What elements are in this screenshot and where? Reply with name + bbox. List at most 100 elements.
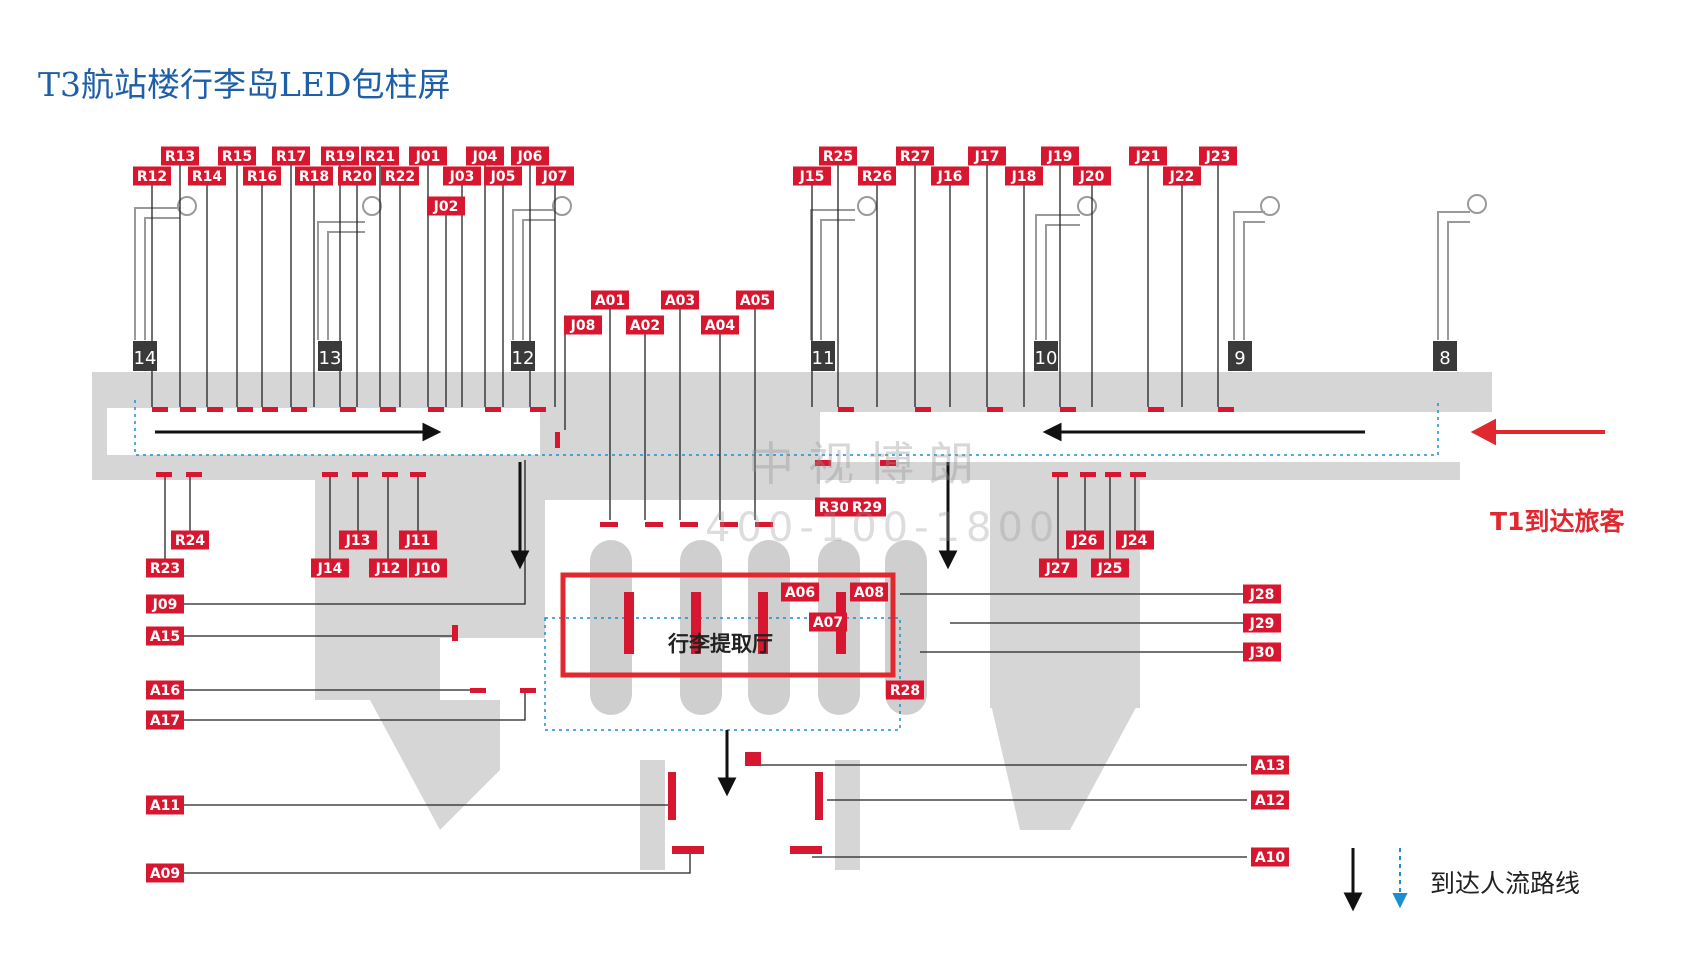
screen-tag-box — [272, 146, 310, 166]
screen-tag-box — [1041, 146, 1079, 166]
page-title: T3航站楼行李岛LED包柱屏 — [38, 65, 451, 104]
screen-tag-box — [311, 558, 349, 578]
gate-marker-box — [811, 341, 835, 371]
screen-tag-a15: A15 — [150, 629, 180, 645]
t1-arrival-label: T1到达旅客 — [1490, 507, 1625, 536]
screen-tag-box — [661, 290, 699, 310]
gate-marker-box — [511, 341, 535, 371]
bottom-left-wall — [640, 760, 665, 870]
screen-tag-j16: J16 — [937, 169, 963, 185]
screen-tag-box — [1251, 755, 1289, 775]
screen-tag-a11: A11 — [150, 798, 180, 814]
screen-tag-box — [243, 166, 281, 186]
screen-tag-r27: R27 — [900, 149, 930, 165]
screen-tag-r24: R24 — [175, 533, 206, 549]
screen-tag-r26: R26 — [862, 169, 892, 185]
screen-tag-j30: J30 — [1249, 645, 1275, 661]
screen-tag-j17: J17 — [974, 149, 1000, 165]
screen-tag-box — [443, 166, 481, 186]
screen-tag-box — [591, 290, 629, 310]
screen-tag-a13: A13 — [1255, 758, 1285, 774]
screen-tag-j23: J23 — [1205, 149, 1231, 165]
screen-tag-a02: A02 — [630, 318, 660, 334]
screen-tag-a05: A05 — [740, 293, 770, 309]
carousel-3 — [748, 540, 790, 715]
screen-tag-box — [781, 582, 819, 602]
carousel-1 — [590, 540, 632, 715]
screen-tag-box — [1199, 146, 1237, 166]
screen-tag-box — [146, 626, 184, 646]
gate-number-10: 10 — [1035, 348, 1058, 369]
screen-tag-box — [218, 146, 256, 166]
gate-marker-box — [1034, 341, 1058, 371]
upper-corridor-right — [812, 372, 1492, 412]
gate-number-14: 14 — [134, 348, 157, 369]
screen-tag-a09: A09 — [150, 866, 180, 882]
screen-tag-box — [188, 166, 226, 186]
bottom-right-wall — [835, 760, 860, 870]
flow-arrows — [155, 422, 1365, 912]
jet-bridges — [134, 194, 1487, 340]
screen-tag-a12: A12 — [1255, 793, 1285, 809]
screen-tag-j03: J03 — [449, 169, 475, 185]
screen-tag-j01: J01 — [415, 149, 441, 165]
screen-tag-r13: R13 — [165, 149, 195, 165]
screen-tag-j27: J27 — [1045, 561, 1071, 577]
screen-tag-box — [1243, 613, 1281, 633]
screen-tag-box — [1039, 558, 1077, 578]
screen-tag-j25: J25 — [1097, 561, 1123, 577]
screen-tag-box — [626, 315, 664, 335]
screen-tag-box — [736, 290, 774, 310]
screen-tag-r17: R17 — [276, 149, 306, 165]
screen-tag-box — [564, 315, 602, 335]
screen-tag-box — [1129, 146, 1167, 166]
screen-tag-box — [146, 710, 184, 730]
screen-tag-box — [815, 497, 853, 517]
gate-marker-box — [133, 341, 157, 371]
screen-tag-box — [146, 594, 184, 614]
screen-tag-box — [968, 146, 1006, 166]
screen-tag-box — [171, 530, 209, 550]
screen-tag-box — [338, 166, 376, 186]
screen-tag-box — [161, 146, 199, 166]
screen-tag-j13: J13 — [345, 533, 371, 549]
screen-tag-r29: R29 — [852, 500, 882, 516]
screen-tag-box — [1243, 584, 1281, 604]
screen-tag-j02: J02 — [433, 199, 459, 215]
screen-tag-r21: R21 — [365, 149, 395, 165]
screen-tag-box — [321, 146, 359, 166]
screen-tag-a17: A17 — [150, 713, 180, 729]
screen-tag-box — [931, 166, 969, 186]
screen-tag-a06: A06 — [785, 585, 815, 601]
screen-tag-box — [466, 146, 504, 166]
gate-number-13: 13 — [319, 348, 342, 369]
screen-tag-box — [295, 166, 333, 186]
screen-tag-box — [819, 146, 857, 166]
screen-tag-box — [809, 612, 847, 632]
left-lounge — [315, 478, 545, 638]
screen-tag-j24: J24 — [1122, 533, 1148, 549]
screen-tag-box — [701, 315, 739, 335]
screen-tag-r28: R28 — [890, 683, 920, 699]
screen-tag-r25: R25 — [823, 149, 853, 165]
screen-tag-box — [369, 558, 407, 578]
t1-red-arrow — [1470, 418, 1605, 446]
screen-tag-r22: R22 — [385, 169, 415, 185]
screen-tag-a07: A07 — [813, 615, 843, 631]
screen-tag-j08: J08 — [570, 318, 596, 334]
left-lower-block — [315, 638, 500, 830]
screen-tag-j20: J20 — [1079, 169, 1105, 185]
watermark-name: 中视博朗 — [748, 437, 988, 491]
screen-tag-box — [133, 166, 171, 186]
upper-corridor-left — [92, 372, 540, 408]
screen-tag-a08: A08 — [854, 585, 884, 601]
screen-tag-box — [536, 166, 574, 186]
screen-tag-box — [1251, 790, 1289, 810]
screen-tag-j04: J04 — [472, 149, 498, 165]
screen-tag-box — [146, 863, 184, 883]
gate-marker-box — [1228, 341, 1252, 371]
screen-tag-box — [848, 497, 886, 517]
